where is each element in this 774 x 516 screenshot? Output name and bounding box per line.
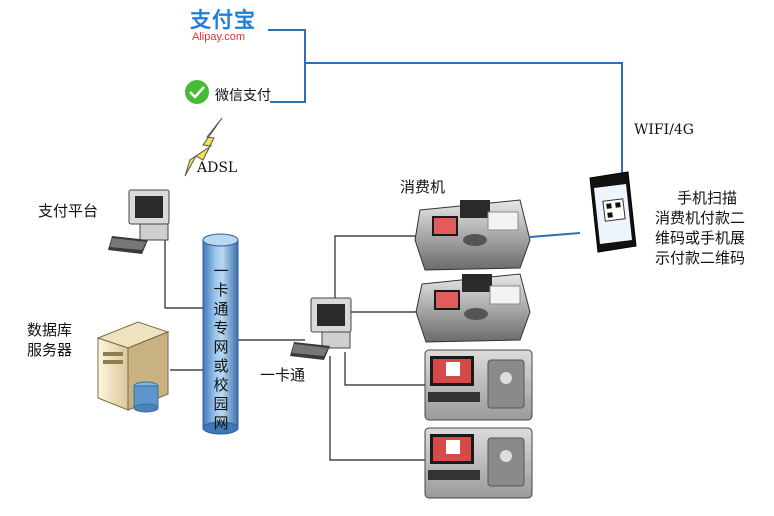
- wiring: [164, 235, 425, 461]
- wechat-icon: [185, 80, 209, 104]
- alipay-domain-text: Alipay.com: [192, 31, 245, 43]
- phone-desc-line2: 消费机付款二: [655, 209, 746, 227]
- network-tube-label: 一卡通专网或校园网: [213, 262, 229, 432]
- card-system-label: 一卡通: [260, 366, 306, 384]
- wifi-4g-label: WIFI/4G: [634, 122, 694, 138]
- payment-platform-computer-icon: [108, 189, 170, 254]
- card-to-pos1: [334, 235, 418, 300]
- phone-desc-line1: 手机扫描: [677, 189, 738, 207]
- phone-to-pos-link: [529, 232, 581, 238]
- network-tube-icon: [202, 233, 239, 435]
- card-to-term1: [344, 352, 425, 386]
- database-server-line1: 数据库: [27, 321, 73, 339]
- pos-machine-label: 消费机: [400, 178, 446, 196]
- wechat-pay-label: 微信支付: [215, 88, 271, 104]
- pos-machine-1-icon: [414, 199, 531, 271]
- database-server-label: 数据库 服务器: [27, 320, 72, 360]
- payment-platform-label: 支付平台: [38, 202, 99, 220]
- alipay-link: [268, 29, 306, 63]
- database-server-line2: 服务器: [27, 341, 73, 359]
- card-terminal-2-icon: [424, 427, 533, 499]
- card-system-computer-icon: [290, 297, 352, 360]
- phone-description: 手机扫描 消费机付款二 维码或手机展 示付款二维码: [655, 188, 745, 268]
- phone-desc-line3: 维码或手机展: [655, 229, 746, 247]
- wifi-link: [305, 62, 623, 180]
- phone-desc-line4: 示付款二维码: [655, 249, 746, 267]
- card-terminal-1-icon: [424, 349, 533, 421]
- pos-machine-2-icon: [415, 273, 531, 343]
- lightning-icon: [184, 117, 223, 177]
- alipay-brand-text: 支付宝: [190, 7, 256, 32]
- alipay-logo: 支付宝 Alipay.com: [190, 7, 256, 44]
- adsl-label: ADSL: [197, 160, 238, 176]
- smartphone-icon: [589, 171, 637, 253]
- platform-to-tube: [164, 238, 203, 309]
- wechat-link: [270, 63, 306, 103]
- payment-links: [268, 29, 623, 238]
- card-to-term2: [329, 356, 425, 461]
- database-server-icon: [96, 321, 170, 413]
